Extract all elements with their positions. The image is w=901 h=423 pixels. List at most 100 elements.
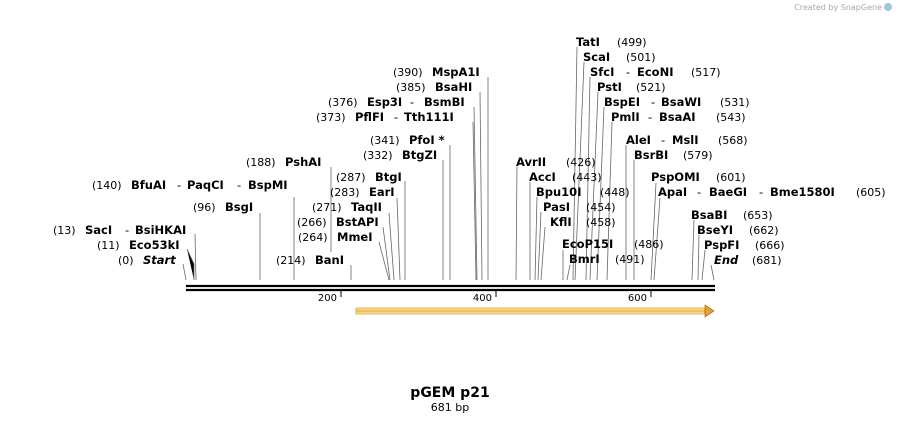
enzyme-label: BstAPI (336, 215, 379, 229)
enzyme-label: AleI (626, 133, 651, 147)
cut-line-eco53ki (186, 248, 195, 280)
ruler-tick-label: 400 (473, 293, 492, 304)
position-label: (666) (755, 239, 785, 252)
label-end[interactable]: End (681) (714, 253, 782, 267)
position-label: (579) (683, 149, 713, 162)
label-pflfi[interactable]: (373) PflFI - Tth111I (316, 110, 454, 124)
enzyme-alias-label: BsiHKAI (135, 223, 186, 237)
cut-line-bsabi (691, 219, 695, 281)
enzyme-label: MmeI (337, 230, 373, 244)
cut-line-eari (396, 197, 401, 281)
enzyme-alias-label: BspMI (248, 178, 288, 192)
position-label: (662) (749, 224, 779, 237)
enzyme-label: Bpu10I (536, 185, 581, 199)
enzyme-label: BtgI (375, 170, 402, 184)
label-kfli[interactable]: KflI (458) (550, 215, 616, 229)
enzyme-label: BseYI (697, 223, 733, 237)
label-tati[interactable]: TatI (499) (576, 35, 647, 49)
label-btgzi[interactable]: (332) BtgZI (363, 148, 437, 162)
label-esp3i[interactable]: (376) Esp3I - BsmBI (328, 95, 465, 109)
position-label: (531) (720, 96, 750, 109)
position-label: (454) (586, 201, 616, 214)
cut-line-mmei (378, 241, 390, 281)
label-bsgi[interactable]: (96) BsgI (193, 200, 253, 214)
label-alei[interactable]: AleI - MslI (568) (626, 133, 748, 147)
enzyme-alias-label: EcoNI (637, 65, 673, 79)
label-pspomi[interactable]: PspOMI (601) (651, 170, 746, 184)
enzyme-alias-label: PaqCI (187, 178, 224, 192)
snapgene-logo-icon (884, 3, 892, 11)
label-bfuai[interactable]: (140) BfuAI - PaqCI - BspMI (92, 178, 288, 192)
separator: - (759, 185, 763, 199)
separator: - (651, 95, 655, 109)
label-bseyi[interactable]: BseYI (662) (697, 223, 779, 237)
position-label: (188) (246, 156, 276, 169)
position-label: (517) (691, 66, 721, 79)
label-ecop15i[interactable]: EcoP15I (486) (562, 237, 664, 251)
label-mspa1i[interactable]: (390) MspA1I (393, 65, 480, 79)
label-btgi[interactable]: (287) BtgI (336, 170, 402, 184)
position-label: (443) (572, 171, 602, 184)
cut-line-pmli (606, 121, 613, 281)
label-bsabi[interactable]: BsaBI (653) (691, 208, 773, 222)
label-scai[interactable]: ScaI (501) (583, 50, 656, 64)
cut-line-sfci (585, 76, 591, 281)
label-pfoi[interactable]: (341) PfoI * (370, 133, 445, 147)
ruler-tick-label: 200 (318, 293, 337, 304)
enzyme-label: Start (143, 253, 176, 267)
label-sfci[interactable]: SfcI - EcoNI (517) (590, 65, 721, 79)
enzyme-label: PfoI * (409, 133, 445, 147)
label-bsrbi[interactable]: BsrBI (579) (634, 148, 713, 162)
position-label: (214) (276, 254, 306, 267)
label-pshai[interactable]: (188) PshAI (246, 155, 321, 169)
position-label: (543) (716, 111, 746, 124)
label-bmri[interactable]: BmrI (491) (569, 252, 645, 266)
label-bstapi[interactable]: (266) BstAPI (297, 215, 379, 229)
cut-line-bpu10i (534, 196, 538, 281)
enzyme-alias-label: BsaWI (661, 95, 701, 109)
enzyme-label: PshAI (285, 155, 321, 169)
enzyme-alias-label: BsmBI (424, 95, 465, 109)
label-bani[interactable]: (214) BanI (276, 253, 344, 267)
position-label: (271) (312, 201, 342, 214)
position-label: (11) (97, 239, 120, 252)
label-start[interactable]: (0) Start (118, 253, 176, 267)
enzyme-label: BtgZI (402, 148, 437, 162)
sequence-title: pGEM p21 (410, 385, 489, 401)
label-pmli[interactable]: PmlI - BsaAI (543) (611, 110, 746, 124)
label-taqii[interactable]: (271) TaqII (312, 200, 382, 214)
cut-line-esp3i (473, 106, 478, 281)
cut-line-avrii (515, 166, 518, 281)
sequence-backbone (186, 284, 715, 292)
enzyme-label: Esp3I (367, 95, 402, 109)
separator: - (697, 185, 701, 199)
watermark-text: Created by SnapGene (794, 3, 882, 12)
position-label: (266) (297, 216, 327, 229)
label-bsahi[interactable]: (385) BsaHI (396, 80, 472, 94)
label-mmei[interactable]: (264) MmeI (298, 230, 373, 244)
label-acci[interactable]: AccI (443) (529, 170, 602, 184)
enzyme-label: BsrBI (634, 148, 668, 162)
label-saci[interactable]: (13) SacI - BsiHKAI (53, 223, 186, 237)
enzyme-label: SfcI (590, 65, 614, 79)
label-eari[interactable]: (283) EarI (330, 185, 395, 199)
position-label: (653) (743, 209, 773, 222)
cut-line-tati (572, 46, 578, 281)
label-avrii[interactable]: AvrII (426) (516, 155, 596, 169)
label-apai[interactable]: ApaI - BaeGI - Bme1580I (605) (658, 185, 886, 199)
position-label: (376) (328, 96, 358, 109)
enzyme-label: PspFI (704, 238, 739, 252)
label-pspfi[interactable]: PspFI (666) (704, 238, 785, 252)
enzyme-label: Eco53kI (129, 238, 180, 252)
enzyme-label: PspOMI (651, 170, 700, 184)
label-eco53ki[interactable]: (11) Eco53kI (97, 238, 180, 252)
cut-line-kfli (540, 226, 546, 281)
enzyme-label: End (714, 253, 739, 267)
position-label: (341) (370, 134, 400, 147)
label-pasi[interactable]: PasI (454) (543, 200, 616, 214)
feature-arrow[interactable] (355, 304, 715, 318)
label-bspei[interactable]: BspEI - BsaWI (531) (604, 95, 750, 109)
label-psti[interactable]: PstI (521) (597, 80, 666, 94)
label-bpu10i[interactable]: Bpu10I (448) (536, 185, 630, 199)
